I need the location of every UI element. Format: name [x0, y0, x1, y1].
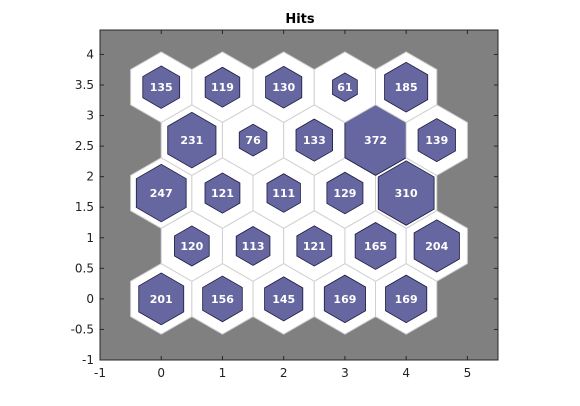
hex-cell: 135 — [130, 51, 193, 124]
x-axis: -1 0 1 2 3 4 5 — [94, 30, 471, 380]
hit-hexagon — [204, 66, 241, 108]
y-tick-label: 4 — [86, 47, 94, 61]
hex-cell: 185 — [375, 51, 438, 124]
hex-cell: 111 — [252, 157, 315, 229]
hit-hexagon — [142, 65, 181, 109]
hit-hexagon — [417, 118, 456, 163]
y-tick-label: 2 — [86, 170, 94, 184]
hex-cell: 130 — [252, 51, 315, 124]
hit-hexagon — [264, 276, 304, 322]
hit-hexagon — [167, 111, 217, 169]
hit-hexagon — [135, 163, 187, 223]
hex-cell: 121 — [191, 157, 254, 229]
hit-hexagon — [326, 171, 364, 215]
hit-count-label: 119 — [211, 81, 234, 94]
hit-count-label: 111 — [272, 187, 295, 200]
y-tick-label: 1.5 — [75, 200, 94, 214]
hit-count-label: 165 — [364, 240, 387, 253]
hex-cell: 133 — [283, 104, 346, 176]
hit-hexagon — [235, 226, 271, 266]
hit-count-label: 120 — [180, 240, 203, 253]
hex-cell: 61 — [313, 51, 377, 124]
hit-hexagon — [385, 274, 428, 324]
y-tick-label: 0 — [86, 292, 94, 306]
chart-title: Hits — [285, 12, 315, 27]
y-tick-label: 2.5 — [75, 139, 94, 153]
hit-hexagon — [204, 172, 241, 214]
hit-count-label: 121 — [303, 240, 326, 253]
hit-hexagon — [413, 219, 460, 273]
hit-hexagon — [296, 225, 333, 267]
hit-hexagon — [384, 61, 429, 113]
hit-count-label: 156 — [211, 293, 234, 306]
hex-cells: 201 156 145 169 169 120 113 121 165 204 247 121 111 1… — [130, 51, 468, 335]
hex-cell: 76 — [221, 104, 285, 176]
hex-cell: 165 — [344, 210, 407, 282]
hit-count-label: 139 — [425, 134, 448, 147]
hit-hexagon — [174, 225, 210, 267]
hex-cell: 121 — [283, 210, 346, 282]
hex-cell: 145 — [252, 263, 315, 335]
hex-cell: 231 — [160, 104, 223, 176]
hit-hexagon — [295, 118, 334, 162]
x-tick-label: 1 — [219, 366, 227, 380]
hit-count-label: 130 — [272, 81, 295, 94]
hit-count-label: 247 — [150, 187, 173, 200]
x-tick-label: 4 — [402, 366, 410, 380]
x-tick-label: 2 — [280, 366, 288, 380]
hit-hexagon — [265, 65, 303, 109]
hit-hexagon — [354, 222, 397, 270]
hit-hexagon — [238, 123, 268, 157]
hit-count-label: 113 — [242, 240, 265, 253]
hit-count-label: 61 — [337, 81, 352, 94]
hex-cell: 120 — [160, 210, 223, 282]
hit-hexagon — [323, 274, 366, 324]
hit-hexagon — [202, 275, 243, 323]
hit-hexagon — [332, 72, 358, 102]
hex-cell: 247 — [130, 157, 193, 229]
y-tick-label: -1 — [82, 353, 94, 367]
hex-cell: 169 — [313, 263, 377, 335]
x-tick-label: 5 — [464, 366, 472, 380]
hex-cell: 201 — [130, 263, 193, 335]
hit-hexagon — [266, 173, 301, 213]
hit-hexagon — [138, 272, 185, 326]
hit-hexagon — [377, 160, 435, 226]
axes-frame — [99, 29, 499, 361]
y-tick-label: 0.5 — [75, 261, 94, 275]
hit-count-label: 135 — [150, 81, 173, 94]
y-tick-label: 3.5 — [75, 78, 94, 92]
y-tick-label: -0.5 — [71, 322, 94, 336]
x-tick-label: 0 — [157, 366, 165, 380]
hex-cell: 310 — [375, 157, 438, 229]
hex-cell: 204 — [405, 210, 468, 282]
hex-cell: 119 — [191, 51, 254, 124]
x-tick-label: 3 — [341, 366, 349, 380]
hit-count-label: 231 — [180, 134, 203, 147]
hit-count-label: 169 — [395, 293, 418, 306]
y-axis: -1 -0.5 0 0.5 1 1.5 2 2.5 3 3.5 4 — [71, 47, 498, 367]
hit-count-label: 145 — [272, 293, 295, 306]
hit-count-label: 169 — [333, 293, 356, 306]
hit-count-label: 204 — [425, 240, 448, 253]
hit-count-label: 201 — [150, 293, 173, 306]
hex-cell: 129 — [313, 157, 377, 229]
hit-count-label: 372 — [364, 134, 387, 147]
hit-count-label: 129 — [333, 187, 356, 200]
hit-count-label: 185 — [395, 81, 418, 94]
hit-count-label: 121 — [211, 187, 234, 200]
hit-count-label: 76 — [245, 134, 261, 147]
y-tick-label: 3 — [86, 109, 94, 123]
hit-count-label: 133 — [303, 134, 326, 147]
y-tick-label: 1 — [86, 231, 94, 245]
hit-count-label: 310 — [395, 187, 418, 200]
x-tick-label: -1 — [94, 366, 106, 380]
